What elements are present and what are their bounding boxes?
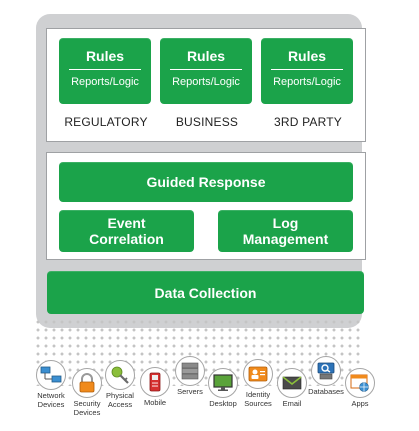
- log-management-label: Log Management: [242, 215, 329, 247]
- rules-box-regulatory: Rules Reports/Logic: [59, 38, 151, 104]
- source-email: Email: [270, 368, 314, 408]
- source-label: Security Devices: [73, 399, 101, 417]
- guided-response-label: Guided Response: [146, 174, 266, 190]
- source-label: Network Devices: [37, 391, 65, 409]
- rules-subtitle: Reports/Logic: [273, 76, 341, 88]
- source-label: Apps: [351, 399, 369, 408]
- event-correlation-box: Event Correlation: [59, 210, 194, 252]
- source-network-devices: Network Devices: [29, 360, 73, 409]
- source-label: Databases: [308, 387, 344, 396]
- source-security-devices: Security Devices: [65, 368, 109, 417]
- source-label: Desktop: [209, 399, 237, 408]
- rules-title: Rules: [287, 48, 327, 64]
- key-icon: [105, 360, 135, 390]
- divider: [69, 69, 141, 70]
- source-mobile: Mobile: [133, 367, 177, 407]
- divider: [271, 69, 343, 70]
- divider: [170, 69, 242, 70]
- source-databases: Databases: [304, 356, 348, 396]
- rules-title: Rules: [186, 48, 226, 64]
- log-management-box: Log Management: [218, 210, 353, 252]
- source-label: Servers: [177, 387, 203, 396]
- mobile-phone-icon: [140, 367, 170, 397]
- source-physical-access: Physical Access: [98, 360, 142, 409]
- lock-icon: [72, 368, 102, 398]
- source-servers: Servers: [168, 356, 212, 396]
- server-icon: [175, 356, 205, 386]
- database-icon: [311, 356, 341, 386]
- app-window-icon: [345, 368, 375, 398]
- source-label: Mobile: [143, 398, 167, 407]
- event-correlation-label: Event Correlation: [89, 215, 164, 247]
- rules-subtitle: Reports/Logic: [172, 76, 240, 88]
- network-devices-icon: [36, 360, 66, 390]
- source-identity-sources: Identity Sources: [236, 359, 280, 408]
- data-collection-box: Data Collection: [47, 271, 364, 314]
- data-collection-label: Data Collection: [154, 284, 257, 301]
- envelope-icon: [277, 368, 307, 398]
- source-desktop: Desktop: [201, 368, 245, 408]
- source-label: Identity Sources: [244, 390, 272, 408]
- source-apps: Apps: [338, 368, 382, 408]
- rules-title: Rules: [85, 48, 125, 64]
- rules-box-business: Rules Reports/Logic: [160, 38, 252, 104]
- label-regulatory: REGULATORY: [64, 115, 148, 129]
- rules-box-3rd-party: Rules Reports/Logic: [261, 38, 353, 104]
- label-3rd-party: 3RD PARTY: [273, 115, 343, 129]
- source-label: Physical Access: [106, 391, 134, 409]
- guided-response-box: Guided Response: [59, 162, 353, 202]
- label-business: BUSINESS: [175, 115, 239, 129]
- id-card-icon: [243, 359, 273, 389]
- rules-subtitle: Reports/Logic: [71, 76, 139, 88]
- monitor-icon: [208, 368, 238, 398]
- source-label: Email: [282, 399, 302, 408]
